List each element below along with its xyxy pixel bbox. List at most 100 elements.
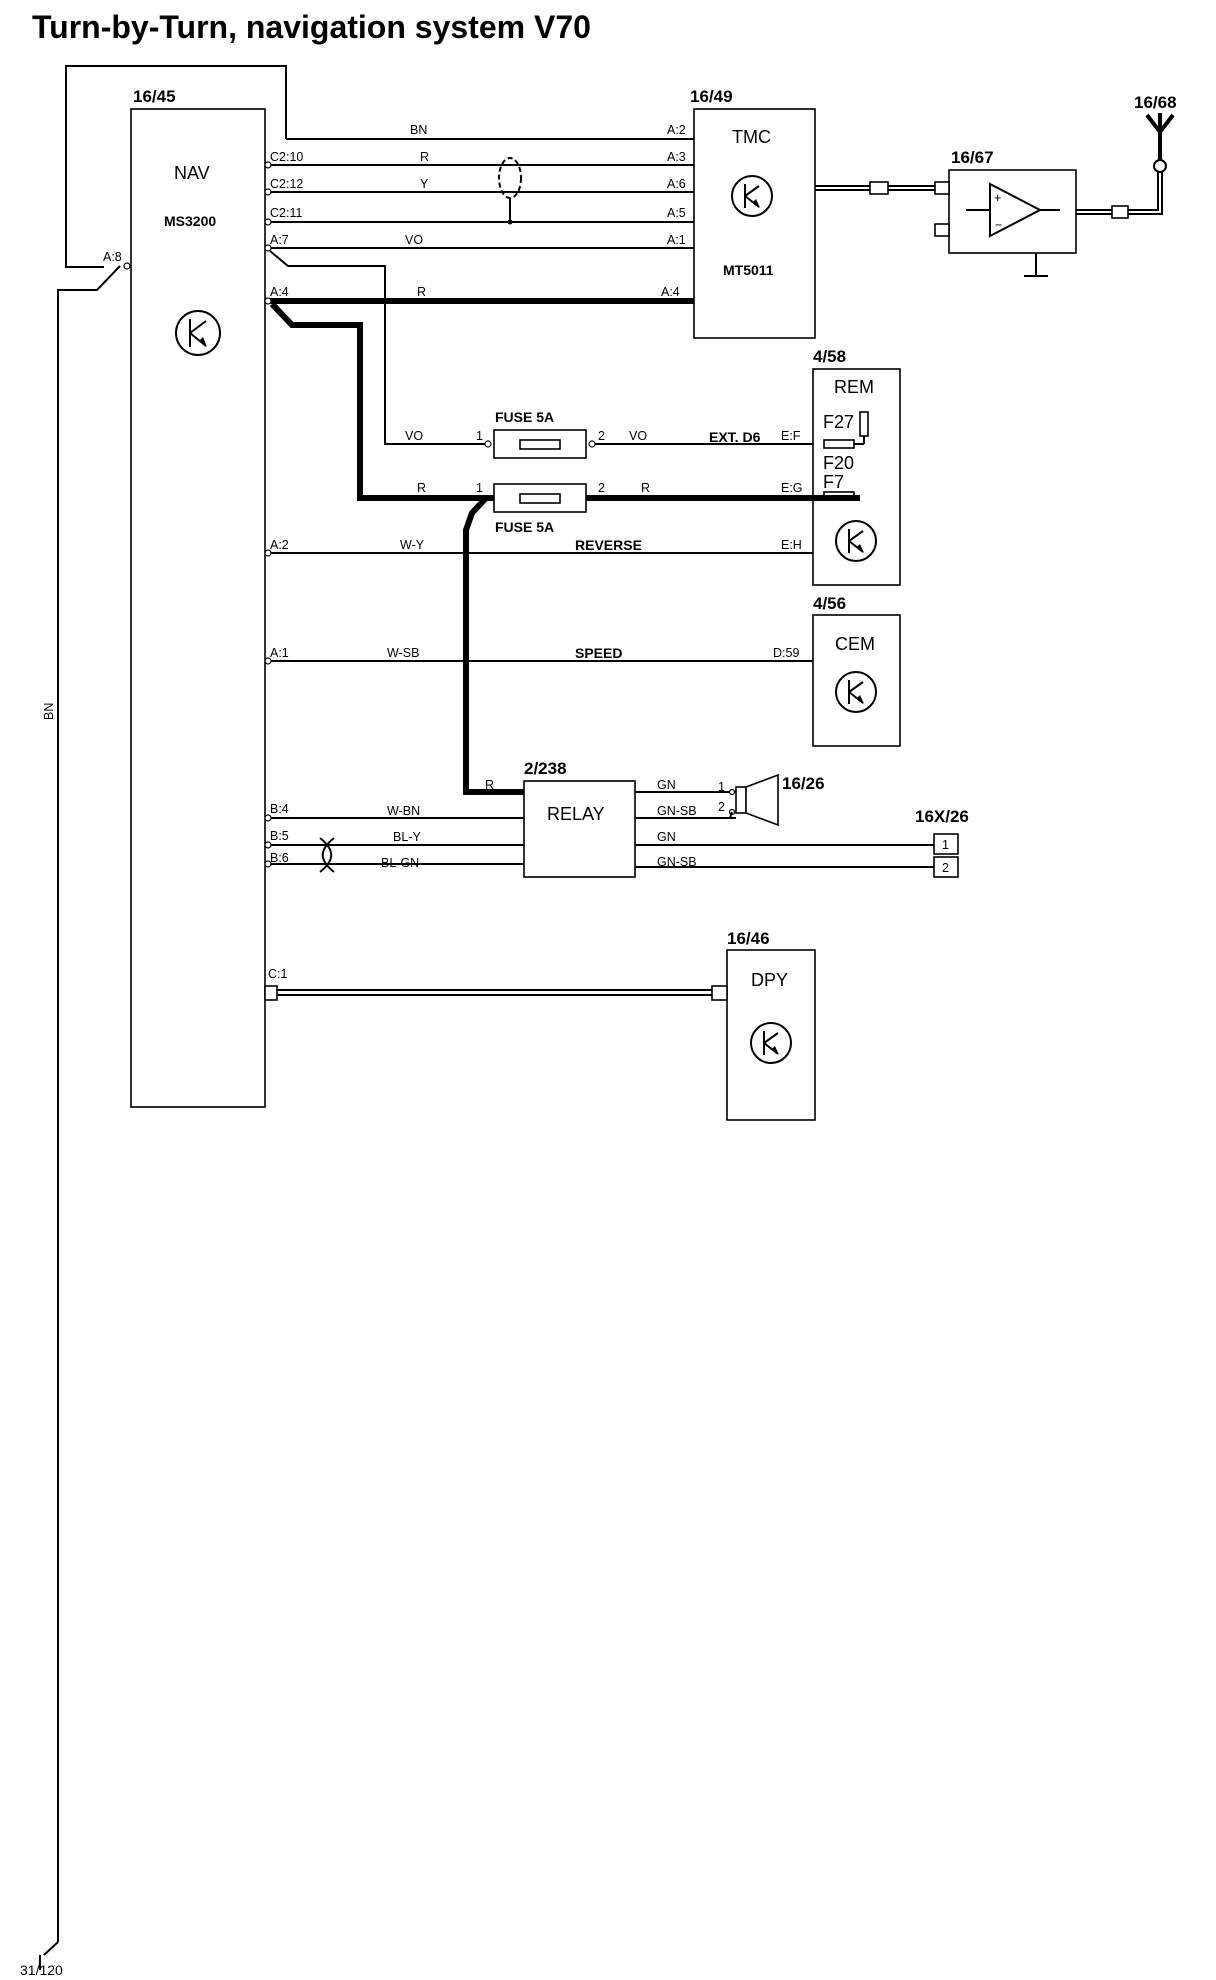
cem-ref: 4/56	[813, 594, 846, 613]
amplifier-unit	[948, 169, 1077, 254]
relay-unit	[523, 780, 636, 878]
wire-label-r: R	[420, 150, 429, 164]
tmc-model: MT5011	[723, 262, 774, 278]
signal-speed: SPEED	[575, 645, 622, 661]
tmc-pin-a3: A:3	[667, 150, 686, 164]
tmc-pin-a6: A:6	[667, 177, 686, 191]
wire-label-wsb: W-SB	[387, 646, 419, 660]
fuse-lower-label: FUSE 5A	[495, 519, 554, 535]
rem-ref: 4/58	[813, 347, 846, 366]
speaker-ref: 16/26	[782, 774, 825, 793]
tmc-unit	[693, 108, 816, 339]
fuse-f27-icon	[859, 411, 869, 437]
nav-pin-a8: A:8	[103, 250, 122, 264]
relay-name: RELAY	[547, 804, 605, 824]
amplifier-ref: 16/67	[951, 148, 994, 167]
wire-label-wy: W-Y	[400, 538, 425, 552]
rem-name: REM	[834, 377, 874, 397]
wire-label-blgn: BL-GN	[381, 856, 419, 870]
tmc-pin-a1: A:1	[667, 233, 686, 247]
ground-icon	[39, 1933, 59, 1970]
relay-ref: 2/238	[524, 759, 567, 778]
ground-ref: 31/120	[20, 1962, 63, 1978]
nav-pin-b5: B:5	[270, 829, 289, 843]
fuse-label-f27: F27	[823, 412, 854, 432]
fuse-lower-pin2: 2	[598, 481, 605, 495]
coax-connector-icon	[264, 985, 278, 1001]
svg-text:−: −	[995, 218, 1002, 232]
tmc-name: TMC	[732, 127, 771, 147]
rem-unit	[812, 368, 901, 586]
rem-pin-eg: E:G	[781, 481, 803, 495]
nav-pin-c210: C2:10	[270, 150, 303, 164]
wire-r-relay	[463, 495, 524, 795]
nav-name: NAV	[174, 163, 210, 183]
nav-unit	[130, 108, 266, 1108]
wire-bn-ground	[57, 265, 121, 1933]
signal-reverse: REVERSE	[575, 537, 642, 553]
speaker-pin-1: 1	[718, 780, 725, 794]
wire-label-vo-fuse: VO	[405, 429, 423, 443]
wire-label-gn-1: GN	[657, 778, 676, 792]
wire-label-y: Y	[420, 177, 429, 191]
fuse-lower	[493, 483, 587, 513]
nav-pin-c212: C2:12	[270, 177, 303, 191]
fuse-upper-pin2: 2	[598, 429, 605, 443]
nav-pin-b4: B:4	[270, 802, 289, 816]
transistor-icon	[750, 1022, 792, 1064]
fuse-label-f20: F20	[823, 453, 854, 473]
connector-pin-2-label: 2	[942, 861, 949, 875]
wire-label-bn: BN	[410, 123, 427, 137]
wire-label-gnsb-1: GN-SB	[657, 804, 697, 818]
transistor-icon	[835, 520, 877, 562]
signal-ext-d6: EXT. D6	[709, 429, 761, 445]
wire-label-r-relay: R	[485, 778, 494, 792]
transistor-icon	[835, 671, 877, 713]
tmc-pin-a2: A:2	[667, 123, 686, 137]
wire-label-vo: VO	[405, 233, 423, 247]
transistor-icon	[175, 310, 221, 356]
dpy-ref: 16/46	[727, 929, 770, 948]
tmc-ref: 16/49	[690, 87, 733, 106]
coax-connector-icon	[869, 181, 889, 195]
rem-pin-ef: E:F	[781, 429, 801, 443]
cem-name: CEM	[835, 634, 875, 654]
svg-text:+: +	[994, 191, 1001, 205]
transistor-icon	[731, 175, 773, 217]
fuse-upper-label: FUSE 5A	[495, 409, 554, 425]
nav-pin-b6: B:6	[270, 851, 289, 865]
wire-label-wbn: W-BN	[387, 804, 420, 818]
wire-label-vo-out: VO	[629, 429, 647, 443]
speaker-pin-2: 2	[718, 800, 725, 814]
cem-pin-d59: D:59	[773, 646, 799, 660]
nav-pin-a2: A:2	[270, 538, 289, 552]
wire-label-bn-vertical: BN	[42, 703, 56, 720]
twisted-pair-icon	[319, 837, 335, 873]
nav-pin-a1: A:1	[270, 646, 289, 660]
fuse-upper-pin1: 1	[476, 429, 483, 443]
dpy-unit	[726, 949, 816, 1121]
fuse-lower-pin1: 1	[476, 481, 483, 495]
tmc-pin-a5: A:5	[667, 206, 686, 220]
fuse-f20-icon	[823, 439, 855, 449]
tmc-pin-a4: A:4	[661, 285, 680, 299]
speaker-icon	[735, 773, 779, 827]
page-title: Turn-by-Turn, navigation system V70	[32, 9, 591, 45]
nav-ref: 16/45	[133, 87, 176, 106]
nav-pin-a7: A:7	[270, 233, 289, 247]
wire-label-gnsb-2: GN-SB	[657, 855, 697, 869]
antenna-icon	[1145, 113, 1175, 173]
nav-pin-c211: C2:11	[270, 206, 302, 220]
nav-model: MS3200	[164, 213, 216, 229]
wire-vo-branch	[269, 250, 486, 445]
wire-label-gn-2: GN	[657, 830, 676, 844]
cem-unit	[812, 614, 901, 747]
connector-ref: 16X/26	[915, 807, 969, 826]
nav-pin-c1: C:1	[268, 967, 288, 981]
dpy-name: DPY	[751, 970, 788, 990]
wire-label-r-a4: R	[417, 285, 426, 299]
rem-pin-eh: E:H	[781, 538, 802, 552]
nav-pin-a4: A:4	[270, 285, 289, 299]
wire-bn-top	[65, 65, 287, 268]
